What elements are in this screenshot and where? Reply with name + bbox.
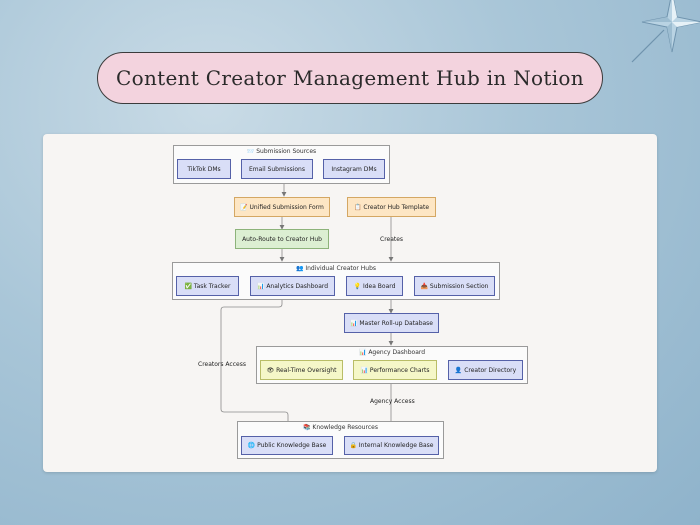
node-public-knowledge-base[interactable]: 🌐 Public Knowledge Base <box>241 436 333 455</box>
node-creator-directory[interactable]: 👤 Creator Directory <box>448 360 523 380</box>
node-task-tracker[interactable]: ✅ Task Tracker <box>176 276 239 296</box>
node-tiktok-dms[interactable]: TikTok DMs <box>177 159 231 179</box>
node-instagram-dms[interactable]: Instagram DMs <box>323 159 385 179</box>
page-title: Content Creator Management Hub in Notion <box>97 52 603 104</box>
group-label: 📨 Submission Sources <box>246 148 317 155</box>
node-email-submissions[interactable]: Email Submissions <box>241 159 313 179</box>
group-label: 📊 Agency Dashboard <box>358 349 426 356</box>
node-auto-route[interactable]: Auto-Route to Creator Hub <box>235 229 329 249</box>
node-unified-submission-form[interactable]: 📝 Unified Submission Form <box>234 197 330 217</box>
node-performance-charts[interactable]: 📊 Performance Charts <box>353 360 437 380</box>
edge-label-agency-access: Agency Access <box>370 398 415 405</box>
node-master-rollup-database[interactable]: 📊 Master Roll-up Database <box>344 313 439 333</box>
node-creator-hub-template[interactable]: 📋 Creator Hub Template <box>347 197 436 217</box>
node-idea-board[interactable]: 💡 Idea Board <box>346 276 403 296</box>
group-label: 📚 Knowledge Resources <box>303 424 378 431</box>
edge-label-creators-access: Creators Access <box>198 361 246 368</box>
edge-hubs-to-knowledge <box>220 296 291 437</box>
node-submission-section[interactable]: 📥 Submission Section <box>414 276 495 296</box>
node-real-time-oversight[interactable]: 👁 Real-Time Oversight <box>260 360 343 380</box>
node-analytics-dashboard[interactable]: 📊 Analytics Dashboard <box>250 276 335 296</box>
diagram-card: 📨 Submission Sources TikTok DMs Email Su… <box>43 134 657 472</box>
node-internal-knowledge-base[interactable]: 🔒 Internal Knowledge Base <box>344 436 439 455</box>
edge-label-creates: Creates <box>380 236 404 243</box>
group-label: 👥 Individual Creator Hubs <box>295 265 377 272</box>
compass-star-decoration <box>631 0 700 63</box>
